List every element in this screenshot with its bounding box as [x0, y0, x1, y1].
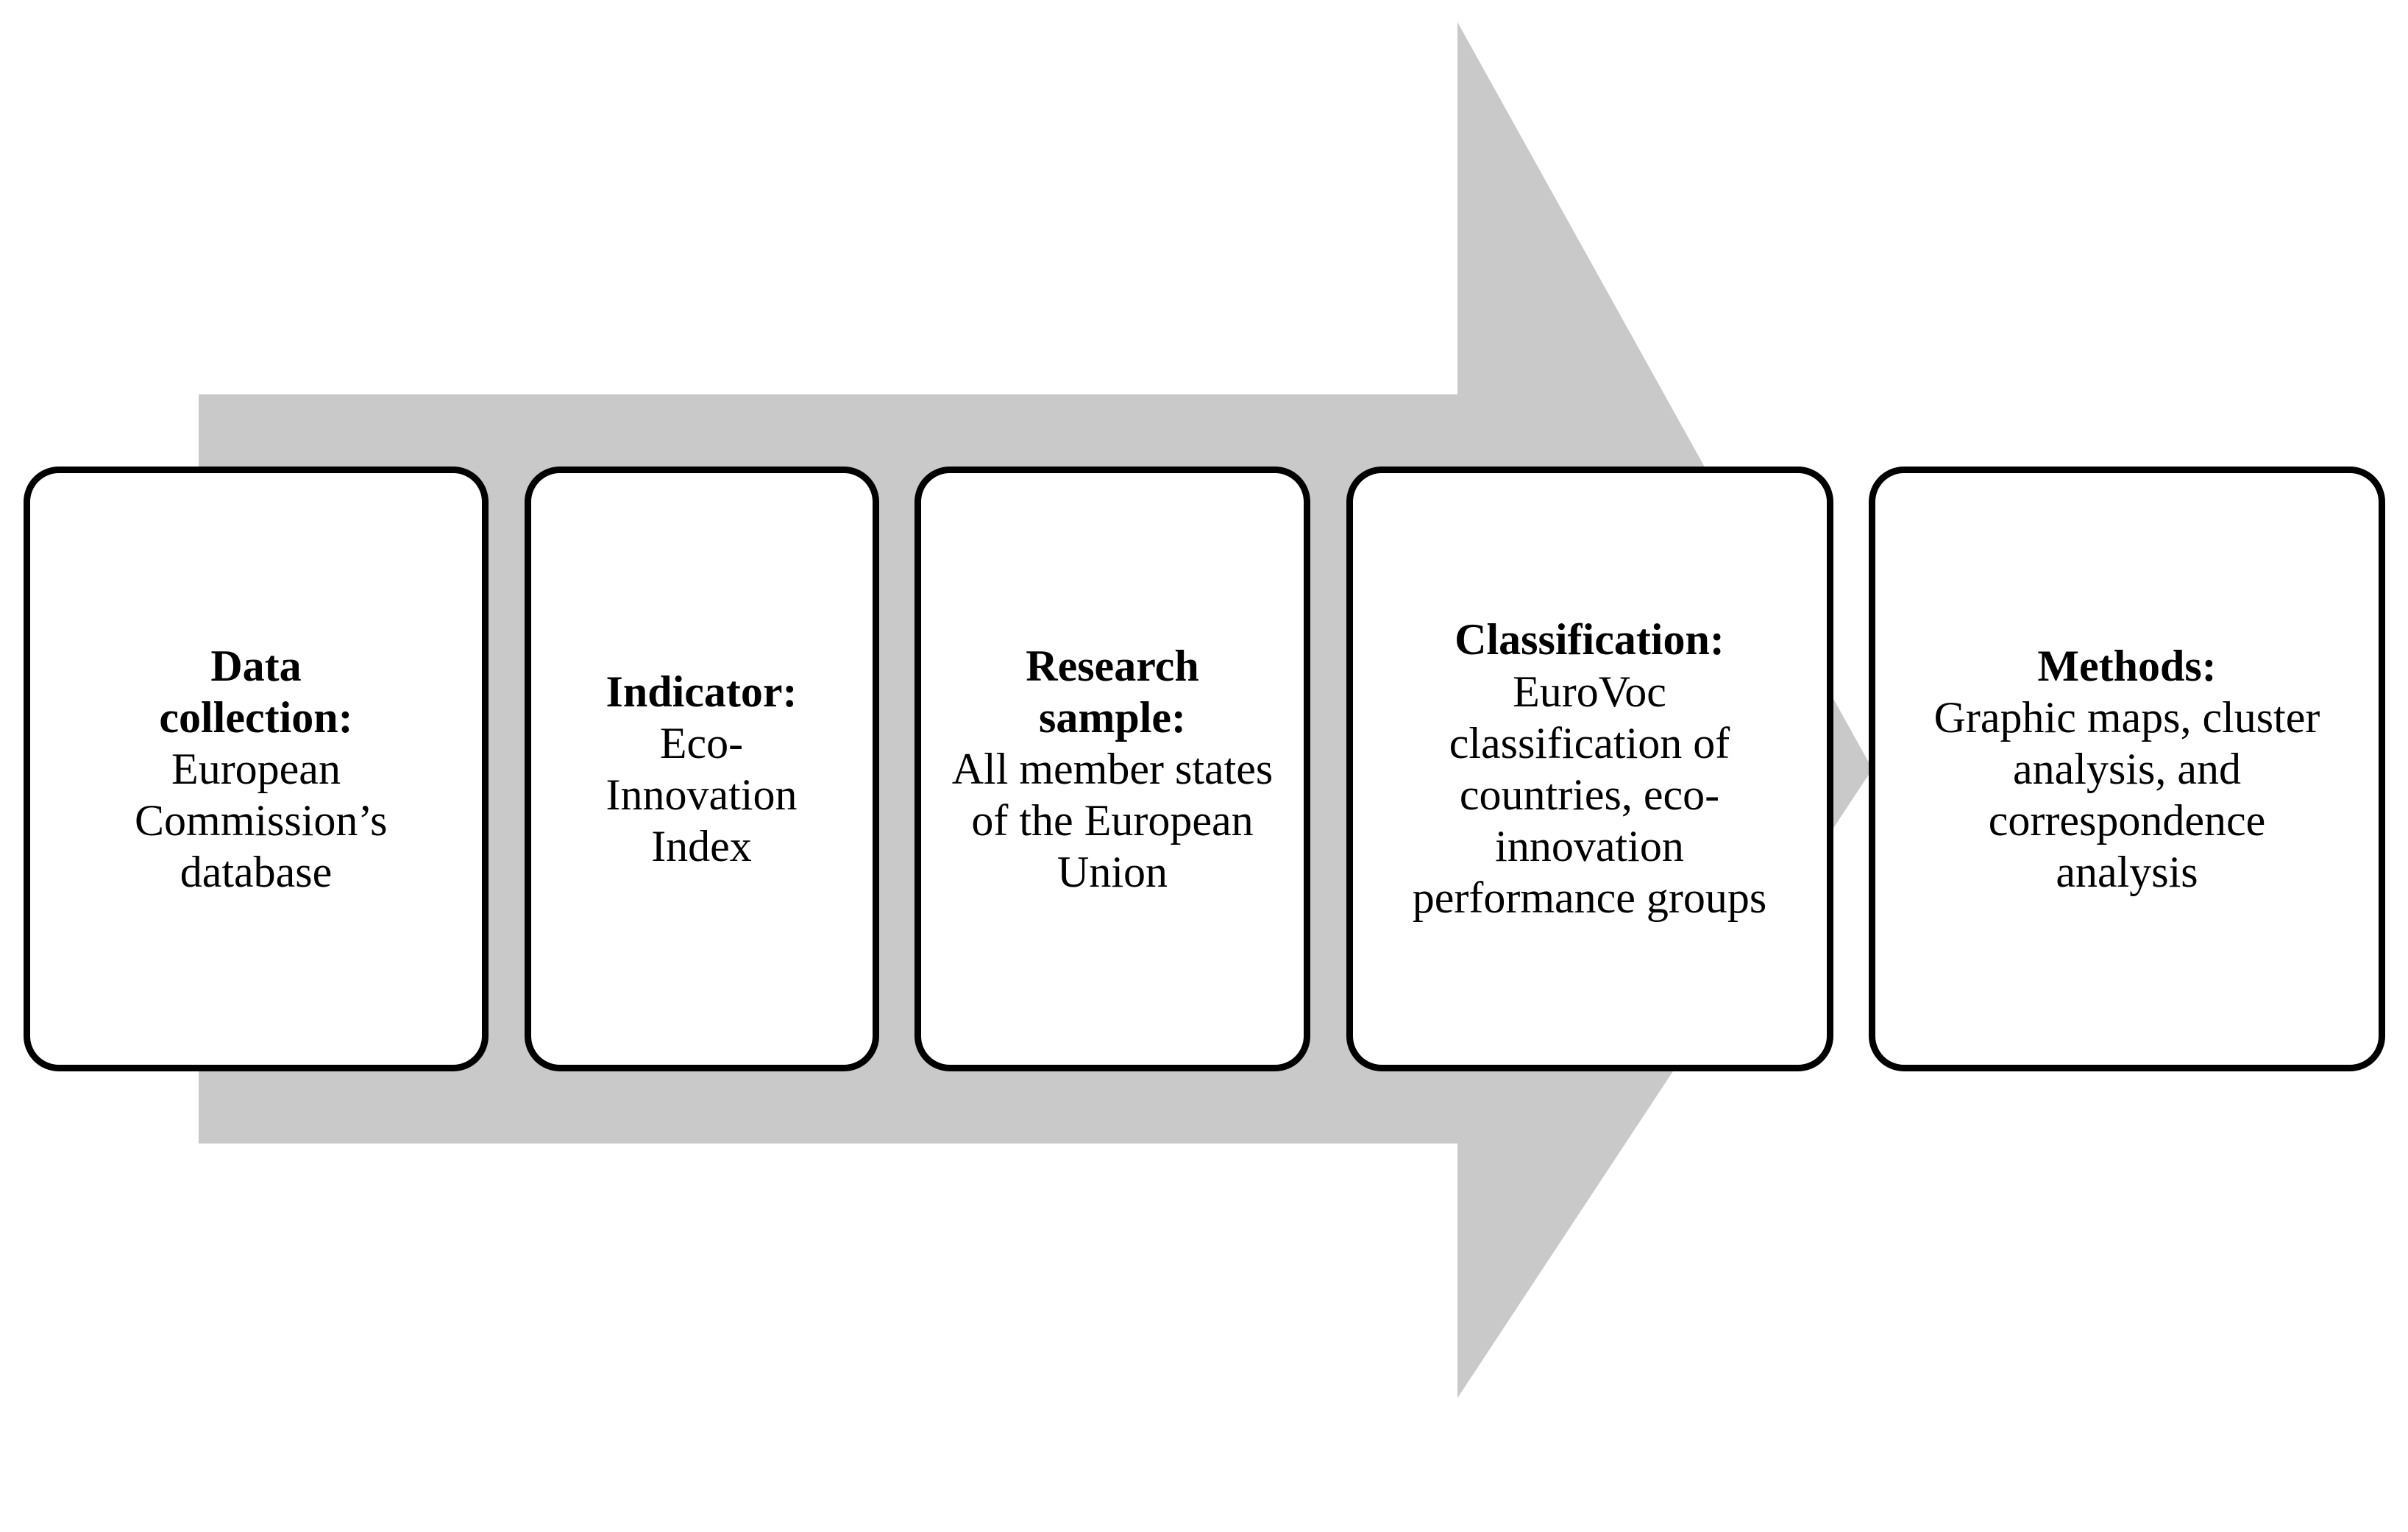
- step-title: Indicator:: [605, 667, 798, 716]
- step-title: Classification:: [1455, 615, 1725, 664]
- step-box-methods[interactable]: Methods: Graphic maps, cluster analysis,…: [1869, 467, 2385, 1071]
- step-title: Research sample:: [1026, 641, 1199, 742]
- step-body: All member states of the European Union: [951, 744, 1274, 897]
- step-title: Methods:: [2037, 641, 2217, 690]
- step-body: Eco-Innovation Index: [605, 718, 798, 871]
- step-body: EuroVoc classification of countries, eco…: [1412, 667, 1767, 923]
- step-box-classification[interactable]: Classification: EuroVoc classification o…: [1346, 467, 1833, 1071]
- step-title: Data collection:: [159, 641, 353, 742]
- step-body: European Commission’s database: [135, 744, 388, 897]
- process-steps-row: Data collection: European Commission’s d…: [24, 467, 2385, 1071]
- step-box-data-collection[interactable]: Data collection: European Commission’s d…: [24, 467, 489, 1071]
- step-box-research-sample[interactable]: Research sample: All member states of th…: [914, 467, 1310, 1071]
- step-box-indicator[interactable]: Indicator: Eco-Innovation Index: [524, 467, 879, 1071]
- step-body: Graphic maps, cluster analysis, and corr…: [1933, 692, 2320, 897]
